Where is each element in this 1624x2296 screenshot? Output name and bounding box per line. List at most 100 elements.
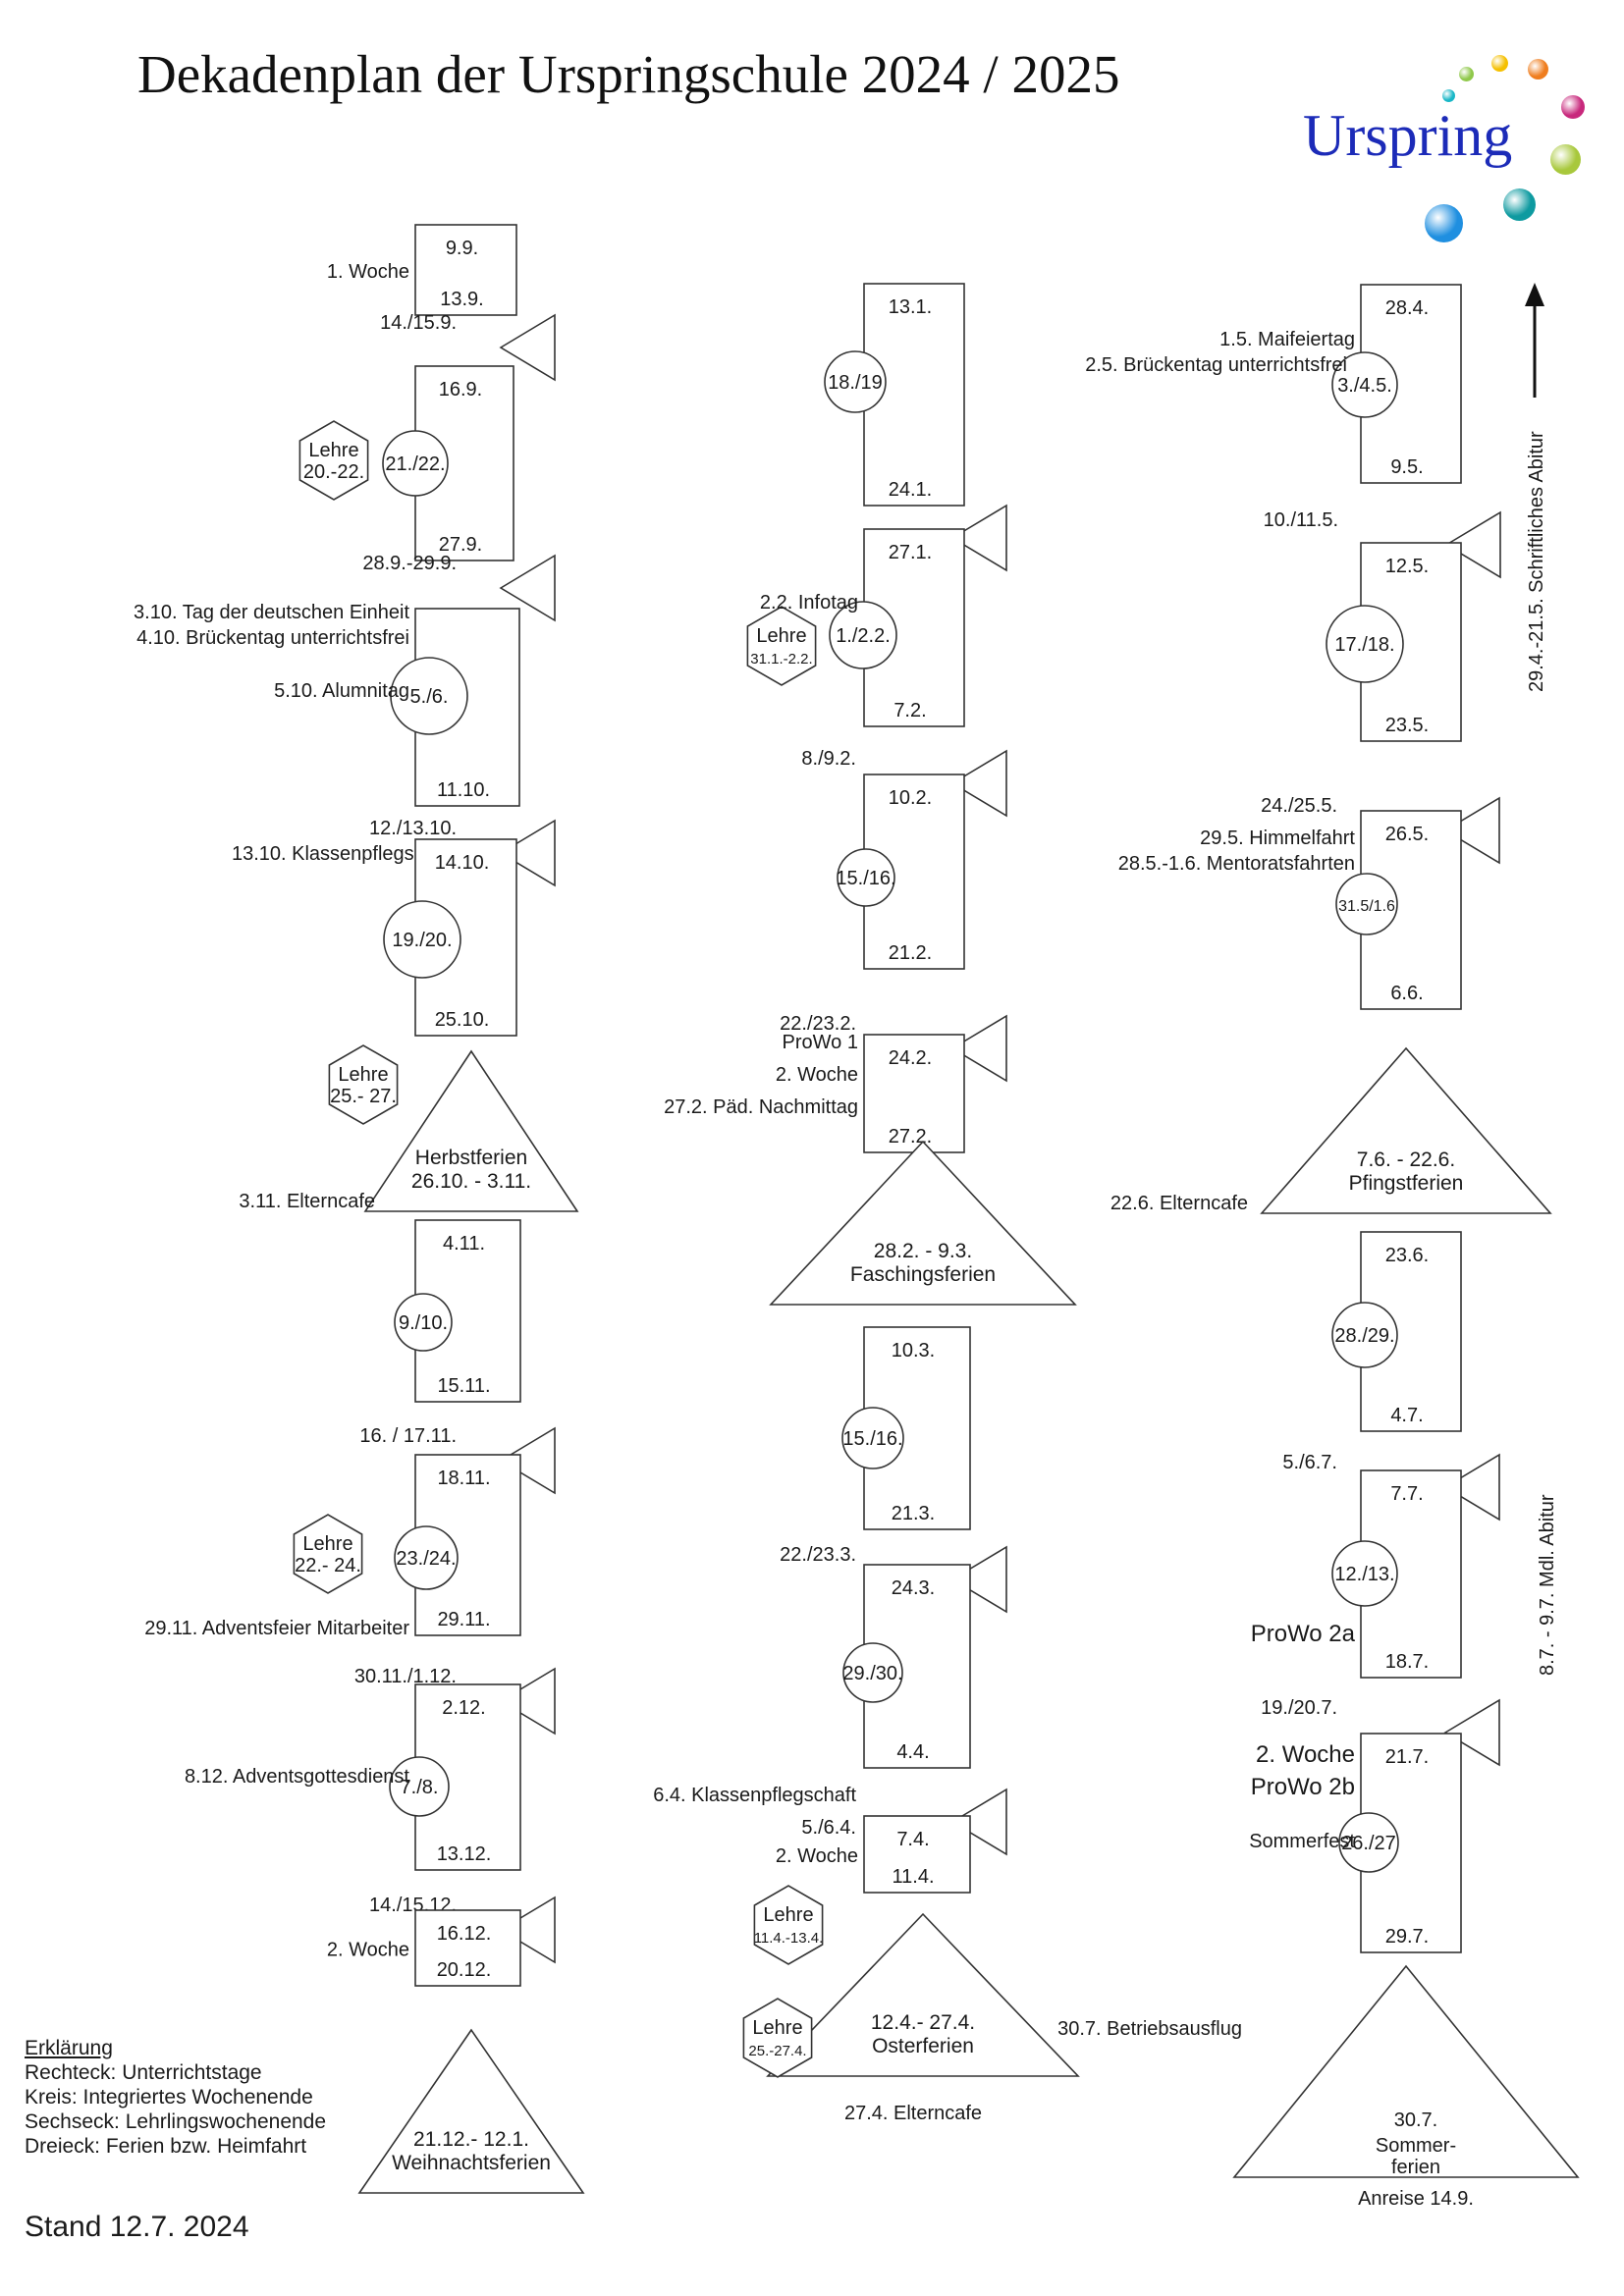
weekend-date: 10./11.5. xyxy=(1264,509,1338,531)
holiday-label: Pfingstferien xyxy=(1349,1172,1464,1195)
weekend-date: 22./23.3. xyxy=(780,1544,856,1566)
homefarewell-triangle xyxy=(950,1545,1007,1614)
rect-start-date: 18.11. xyxy=(437,1468,490,1489)
circle-label: 31.5/1.6 xyxy=(1338,898,1395,915)
holiday-triangle xyxy=(357,2028,585,2194)
hex-label: 20.-22. xyxy=(303,461,364,483)
homefarewell-triangle xyxy=(1444,510,1501,579)
homefarewell-triangle xyxy=(499,1896,556,1964)
weekend-circle xyxy=(841,1407,904,1469)
date-note: 3.10. Tag der deutschen Einheit xyxy=(134,602,409,623)
holiday-label: 26.10. - 3.11. xyxy=(411,1170,531,1193)
legend-line: Rechteck: Unterrichtstage xyxy=(25,2061,262,2084)
homefarewell-triangle xyxy=(1443,1698,1500,1767)
hex-label: Lehre xyxy=(338,1064,388,1086)
weekend-circle xyxy=(824,350,887,413)
rect-end-date: 11.10. xyxy=(437,779,490,801)
weekend-circle xyxy=(1331,1302,1398,1368)
logo-dot xyxy=(1502,187,1536,221)
circle-label: 18./19 xyxy=(828,372,883,394)
logo-dot xyxy=(1561,95,1585,119)
holiday-label: 30.7. xyxy=(1394,2109,1437,2131)
holiday-label: Anreise 14.9. xyxy=(1358,2188,1474,2210)
logo-dot xyxy=(1549,143,1581,175)
circle-label: 3./4.5. xyxy=(1337,375,1392,397)
holiday-label: 7.6. - 22.6. xyxy=(1357,1148,1455,1171)
rect-end-date: 15.11. xyxy=(437,1375,490,1397)
rect-end-date: 11.4. xyxy=(893,1866,935,1888)
apprentice-hexagon xyxy=(742,1998,813,2078)
rect-end-date: 4.4. xyxy=(896,1741,929,1763)
date-note: 8.12. Adventsgottesdienst xyxy=(185,1766,409,1788)
date-note: 29.11. Adventsfeier Mitarbeiter xyxy=(144,1618,409,1639)
weekend-date: 6.4. Klassenpflegschaft xyxy=(653,1785,856,1806)
rect-end-date: 20.12. xyxy=(437,1959,492,1981)
weekend-circle xyxy=(394,1525,459,1590)
legend: Erklärung Rechteck: Unterrichtstage Krei… xyxy=(25,2036,326,2159)
rect-end-date: 21.3. xyxy=(892,1503,935,1524)
date-note: ProWo 2b xyxy=(1251,1774,1355,1800)
rect-end-date: 13.9. xyxy=(440,289,483,310)
rect-start-date: 9.9. xyxy=(446,238,478,259)
weekend-circle xyxy=(1338,1812,1399,1873)
weekend-date: 5./6.4. xyxy=(801,1817,856,1839)
legend-line: Kreis: Integriertes Wochenende xyxy=(25,2086,313,2109)
rect-end-date: 23.5. xyxy=(1385,715,1429,736)
weekend-circle xyxy=(394,1293,453,1352)
circle-label: 29./30. xyxy=(842,1663,902,1684)
holiday-label: Sommer- xyxy=(1376,2135,1456,2157)
rect-start-date: 4.11. xyxy=(443,1233,485,1255)
date-note: ProWo 2a xyxy=(1251,1621,1356,1647)
circle-label: 19./20. xyxy=(392,930,452,951)
weekend-date: 14./15.9. xyxy=(380,312,457,334)
homefarewell-triangle xyxy=(950,504,1007,572)
holiday-note: 27.4. Elterncafe xyxy=(844,2103,982,2124)
holiday-label: Osterferien xyxy=(872,2035,974,2057)
homefarewell-triangle xyxy=(950,1788,1007,1856)
weekend-date: 24./25.5. xyxy=(1261,795,1337,817)
date-note: 5.10. Alumnitag xyxy=(274,680,409,702)
rect-start-date: 13.1. xyxy=(889,296,932,318)
weekend-circle xyxy=(829,601,897,669)
holiday-label: Weihnachtsferien xyxy=(392,2152,551,2174)
legend-heading: Erklärung xyxy=(25,2037,113,2059)
rect-start-date: 16.12. xyxy=(437,1923,492,1945)
holiday-label: 21.12.- 12.1. xyxy=(413,2128,529,2151)
apprentice-hexagon xyxy=(753,1885,824,1965)
holiday-note: 22.6. Elterncafe xyxy=(1110,1193,1248,1214)
rect-end-date: 13.12. xyxy=(437,1843,492,1865)
rect-end-date: 27.2. xyxy=(889,1126,932,1148)
hex-label: Lehre xyxy=(308,440,358,461)
rect-start-date: 23.6. xyxy=(1385,1245,1429,1266)
rect-start-date: 24.3. xyxy=(892,1577,935,1599)
rect-end-date: 25.10. xyxy=(435,1009,490,1031)
weekend-circle xyxy=(1326,605,1404,683)
date-note: 2. Woche xyxy=(1256,1741,1355,1768)
weekend-circle xyxy=(842,1642,903,1703)
logo-text: Urspring xyxy=(1303,103,1513,168)
hex-label: 11.4.-13.4. xyxy=(754,1930,824,1947)
apprentice-hexagon xyxy=(298,420,369,501)
holiday-label: 28.2. - 9.3. xyxy=(874,1240,972,1262)
logo-dot xyxy=(1424,203,1463,242)
circle-label: 17./18. xyxy=(1334,634,1394,656)
rect-start-date: 2.12. xyxy=(442,1697,485,1719)
weekend-date: 13.10. Klassenpflegschaft xyxy=(232,843,457,865)
rect-start-date: 26.5. xyxy=(1385,824,1429,845)
holiday-label: 12.4.- 27.4. xyxy=(871,2011,975,2034)
homefarewell-triangle xyxy=(950,749,1007,818)
hex-label: 22.- 24. xyxy=(295,1555,361,1576)
logo-dot xyxy=(1527,58,1548,80)
rect-end-date: 24.1. xyxy=(889,479,932,501)
weekend-date: 28.9.-29.9. xyxy=(362,553,457,574)
rect-end-date: 29.11. xyxy=(437,1609,490,1630)
rect-start-date: 7.7. xyxy=(1390,1483,1423,1505)
date-note: Sommerfest xyxy=(1249,1831,1355,1852)
weekend-circle xyxy=(383,900,461,979)
hex-label: 25.- 27. xyxy=(330,1086,397,1107)
rect-start-date: 10.2. xyxy=(889,787,932,809)
holiday-note: 30.7. Betriebsausflug xyxy=(1057,2018,1242,2040)
holiday-note: 3.11. Elterncafe xyxy=(239,1191,375,1212)
page-title: Dekadenplan der Urspringschule 2024 / 20… xyxy=(137,44,1120,104)
weekend-date: 30.11./1.12. xyxy=(354,1666,457,1687)
